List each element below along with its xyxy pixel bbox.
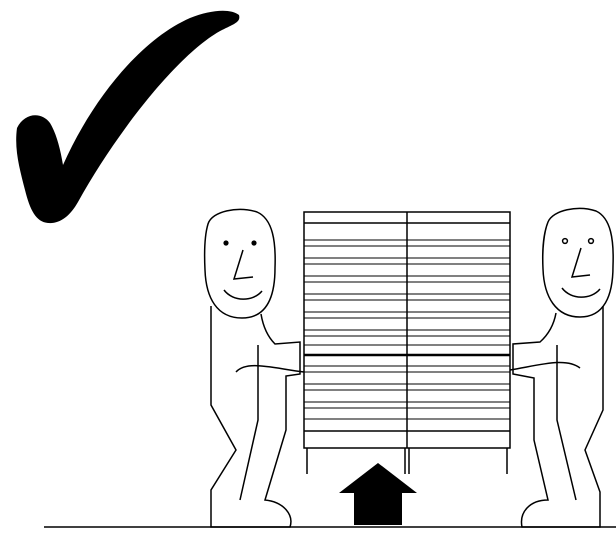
checkmark-icon (16, 11, 239, 223)
left-person-mouth (224, 290, 262, 299)
left-person-eye (251, 240, 256, 245)
right-person-eye (589, 239, 594, 244)
right-person-nose (572, 248, 590, 277)
right-person-inner-leg (557, 345, 576, 500)
left-person (205, 209, 304, 527)
right-person-arm (510, 362, 580, 370)
left-person-eye (223, 240, 228, 245)
left-person-nose (234, 250, 253, 279)
right-person-mouth (562, 288, 600, 297)
shelf-unit (304, 212, 510, 474)
right-person (510, 208, 613, 527)
left-person-head (205, 209, 276, 318)
right-person-body (513, 306, 603, 527)
right-person-head (543, 208, 613, 317)
left-person-arm (236, 366, 304, 372)
left-person-body (211, 306, 300, 527)
right-person-eye (563, 239, 568, 244)
